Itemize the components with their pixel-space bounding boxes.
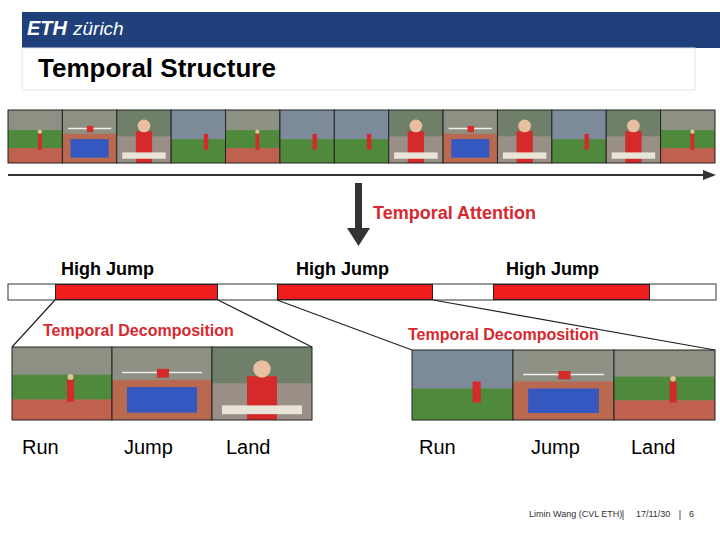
segment-label: High Jump [506,259,599,280]
footer-separator [680,510,681,520]
video-frame [112,347,212,420]
decomposition-connector [277,300,715,350]
video-frame [513,350,614,420]
time-axis-head [703,170,716,180]
video-frame [552,110,606,163]
video-frame [117,110,171,163]
frame-sequence: Run Jump Land [412,350,715,460]
video-frame [614,350,715,420]
step-label: Temporal Decomposition [408,326,599,344]
action-segment: High Jump [493,284,650,300]
footer-author: Limin Wang (CVL ETH) [529,509,622,519]
video-frame [412,350,513,420]
video-frame [171,110,225,163]
down-arrow-shaft [355,183,362,228]
logo-text: ETH [27,17,67,40]
step-label: Temporal Decomposition [43,322,234,340]
header-bar [22,12,720,48]
footer-separator [623,510,624,520]
video-frame [280,110,334,163]
video-frame [62,110,116,163]
phase-label: Run [22,436,59,459]
phase-label: Jump [531,436,580,459]
video-frame [606,110,660,163]
video-frame [8,110,62,163]
phase-label: Jump [124,436,173,459]
phase-label: Land [226,436,271,459]
down-arrow-head [347,228,370,246]
slide-title: Temporal Structure [38,54,276,84]
video-frame [334,110,388,163]
decomposition-frames [12,347,715,420]
logo-text: zürich [73,18,124,40]
action-segment: High Jump [55,284,218,300]
timeline-bar [8,284,716,300]
video-frame [12,347,112,420]
action-segment: High Jump [277,284,433,300]
video-frame [497,110,551,163]
time-axis [8,174,705,176]
video-frame [212,347,312,420]
segment-label: High Jump [61,259,154,280]
phase-label: Run [419,436,456,459]
video-frame [443,110,497,163]
footer-date: 17/11/30 [636,509,670,519]
video-frame [389,110,443,163]
title-panel [22,48,695,90]
decomposition-connector [12,300,312,347]
step-label: Temporal Attention [373,203,536,224]
video-frame [661,110,715,163]
video-frame [226,110,280,163]
page-number: 6 [689,509,694,519]
phase-label: Land [631,436,676,459]
video-frames [8,110,715,163]
segment-label: High Jump [296,259,389,280]
frame-sequence: Run Jump Land [12,347,312,459]
